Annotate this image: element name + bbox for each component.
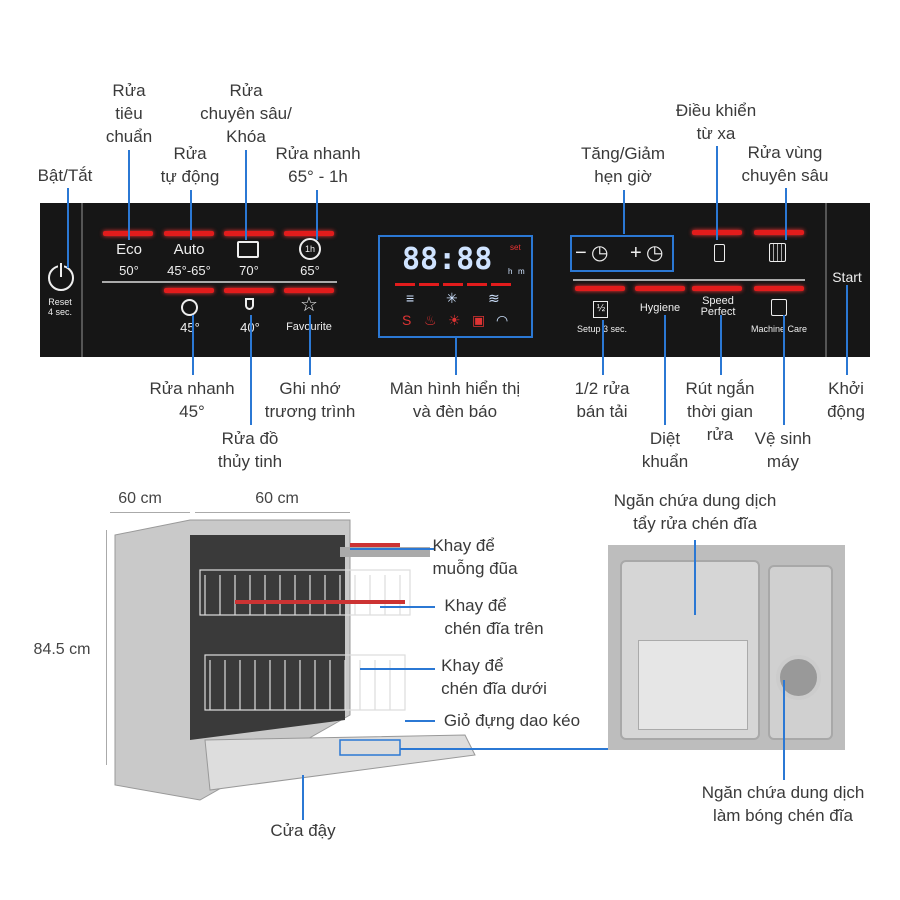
intensive-temp: 70° (239, 263, 259, 278)
display-set: set (510, 243, 521, 252)
machine-care-icon[interactable] (771, 299, 787, 316)
callout-speed: Rút ngắn thời gian rửa (685, 379, 755, 444)
star-icon[interactable]: ☆ (300, 294, 318, 316)
power-icon (60, 263, 62, 277)
callout-timer: Tăng/Giảm hẹn giờ (580, 144, 666, 186)
hygiene-button[interactable]: Hygiene (639, 302, 681, 314)
callout-auto: Rửa tự động (160, 144, 220, 186)
spray-arm-icon: ≡ (406, 290, 415, 306)
zone-basket-icon[interactable] (769, 243, 786, 262)
depth-dimension: 60 cm (118, 490, 162, 507)
eco-button[interactable]: Eco (116, 241, 142, 258)
callout-glass: Rửa đồ thủy tinh (217, 429, 283, 471)
water-tap-icon: ♨ (424, 312, 437, 328)
timer-plus-button[interactable]: + (630, 242, 642, 264)
timer-minus-button[interactable]: − (575, 242, 587, 264)
half-load-button[interactable] (593, 301, 608, 318)
quick45-clock-icon[interactable] (181, 299, 198, 316)
dispenser-image (608, 545, 845, 750)
stopwatch-1h-icon[interactable] (299, 238, 321, 260)
auto-button[interactable]: Auto (173, 241, 205, 258)
rinse-aid-icon: ☀ (448, 312, 461, 328)
callout-quick65: Rửa nhanh 65° - 1h (275, 144, 361, 186)
dishwasher-image (114, 519, 476, 801)
quick65-temp: 65° (300, 263, 320, 278)
speed-perfect-button[interactable]: Speed Perfect (700, 295, 736, 318)
machine-care-label: Machine Care (750, 324, 808, 334)
quick45-temp: 45° (180, 320, 200, 335)
panel-divider-line (102, 281, 337, 283)
callout-remote: Điều khiển từ xa (675, 101, 757, 143)
part-cutlery-tray: Khay để muỗng đũa (432, 536, 518, 578)
intensive-pot-icon[interactable] (237, 241, 259, 258)
timer-minus-clock-icon[interactable]: ◷ (591, 242, 609, 264)
part-lower-rack: Khay để chén đĩa dưới (441, 656, 547, 698)
part-upper-rack: Khay để chén đĩa trên (444, 596, 544, 638)
part-basket: Giỏ đựng dao kéo (443, 711, 581, 730)
snowflake-icon: ✳ (446, 290, 458, 306)
callout-eco: Rửa tiêu chuẩn (105, 81, 153, 146)
timer-group (570, 235, 674, 272)
reset-label: Reset 4 sec. (47, 297, 73, 317)
power-button[interactable] (48, 263, 74, 291)
control-panel: Reset 4 sec. Eco 50° Auto 45°-65° 70° 1h… (40, 203, 870, 357)
salt-icon: S (402, 312, 412, 328)
divider (825, 203, 827, 357)
part-door: Cửa đậy (270, 821, 336, 840)
panel-divider-line (573, 279, 805, 281)
display-h: h (508, 267, 513, 276)
part-detergent: Ngăn chứa dung dịch tẩy rửa chén đĩa (613, 491, 777, 533)
part-rinse-aid: Ngăn chứa dung dịch làm bóng chén đĩa (701, 783, 865, 825)
divider (81, 203, 83, 357)
start-button[interactable]: Start (832, 269, 862, 285)
width-dimension: 60 cm (255, 490, 299, 507)
callout-hygiene: Diệt khuẩn (641, 429, 689, 471)
display-screen: 88:88 set h m ≡ ✳ ≋ S ♨ ☀ ▣ ◠ (378, 235, 533, 338)
timer-plus-clock-icon[interactable]: ◷ (646, 242, 664, 264)
callout-zone: Rửa vùng chuyên sâu (741, 143, 829, 185)
eco-temp: 50° (119, 263, 139, 278)
machine-care-warning-icon: ▣ (472, 312, 486, 328)
display-m: m (518, 267, 525, 276)
callout-intensive: Rửa chuyên sâu/ Khóa (200, 81, 292, 146)
callout-care: Vệ sinh máy (754, 429, 812, 471)
callout-display: Màn hình hiển thị và đèn báo (389, 379, 521, 421)
callout-favourite: Ghi nhớ trương trình (264, 379, 356, 421)
wifi-icon: ◠ (496, 312, 509, 328)
callout-half: 1/2 rửa bán tải (574, 379, 630, 421)
callout-start: Khởi động (827, 379, 865, 421)
display-led-bar (395, 283, 515, 286)
wine-glass-icon[interactable] (245, 298, 254, 310)
callout-quick45: Rửa nhanh 45° (149, 379, 235, 421)
half-icon: ½ (596, 303, 606, 314)
auto-temp: 45°-65° (167, 263, 211, 278)
remote-phone-icon[interactable] (714, 244, 725, 262)
display-digits: 88:88 (402, 242, 493, 277)
dry-icon: ≋ (488, 290, 500, 306)
callout-power: Bật/Tắt (37, 166, 93, 185)
quick-1h-label: 1h (304, 244, 316, 254)
height-dimension: 84.5 cm (33, 641, 91, 658)
